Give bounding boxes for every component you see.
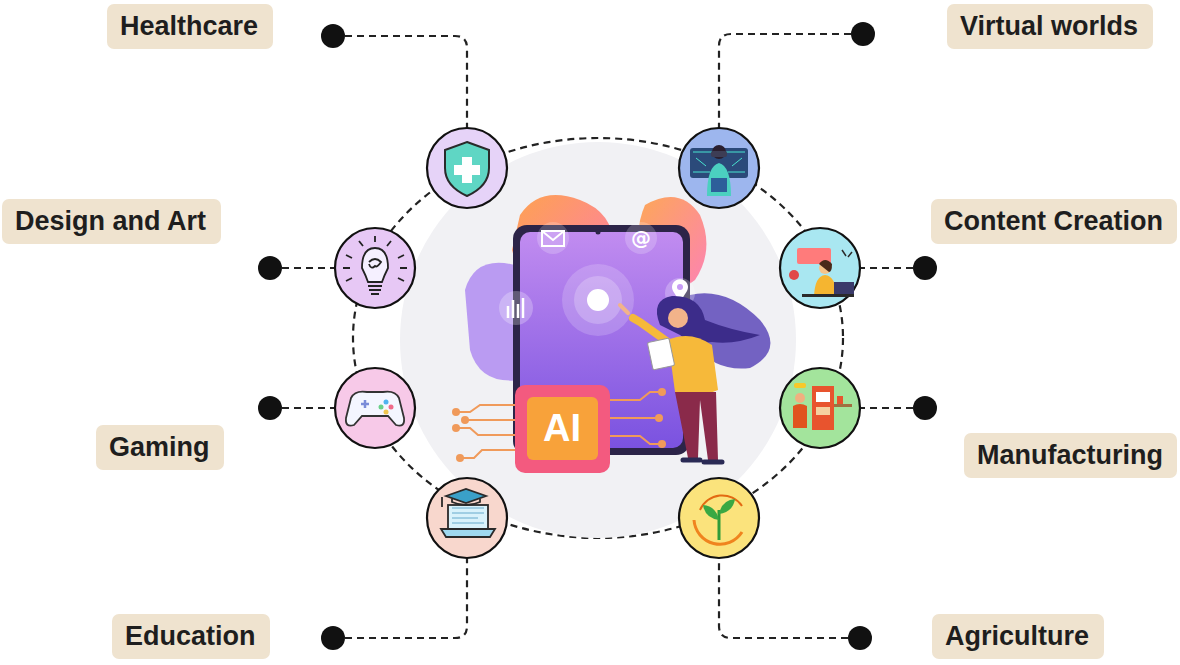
factory-icon — [793, 383, 852, 430]
label-box: Content Creation — [931, 199, 1177, 244]
outer-ring — [353, 138, 843, 538]
creator-icon — [789, 248, 854, 297]
label-text: Manufacturing — [977, 440, 1163, 471]
bulb-icon — [343, 236, 407, 294]
ai-chip — [515, 385, 610, 473]
label-text: Healthcare — [120, 11, 258, 42]
laptop-icon — [441, 489, 495, 537]
label-box: Manufacturing — [964, 433, 1177, 478]
label-box: Agriculture — [932, 614, 1104, 659]
label-text: Agriculture — [945, 621, 1089, 652]
label-text: Content Creation — [944, 206, 1163, 237]
label-box: Design and Art — [2, 199, 221, 244]
label-text: Virtual worlds — [960, 11, 1138, 42]
label-box: Virtual worlds — [947, 4, 1153, 49]
label-text: Education — [125, 621, 256, 652]
label-box: Education — [112, 614, 270, 659]
controller-icon — [346, 392, 404, 426]
shield-icon — [445, 142, 489, 196]
central-illustration — [452, 195, 770, 473]
label-box: Gaming — [96, 425, 224, 470]
label-box: Healthcare — [107, 4, 273, 49]
vr-icon — [690, 145, 748, 196]
label-text: Gaming — [109, 432, 210, 463]
icon-symbol: @ — [631, 226, 651, 250]
leader-lines — [282, 34, 913, 638]
chip-label: AI — [543, 407, 581, 450]
leader-dots — [258, 22, 937, 650]
label-text: Design and Art — [15, 206, 206, 237]
sprout-icon — [694, 495, 742, 544]
icon-circles — [335, 128, 860, 558]
